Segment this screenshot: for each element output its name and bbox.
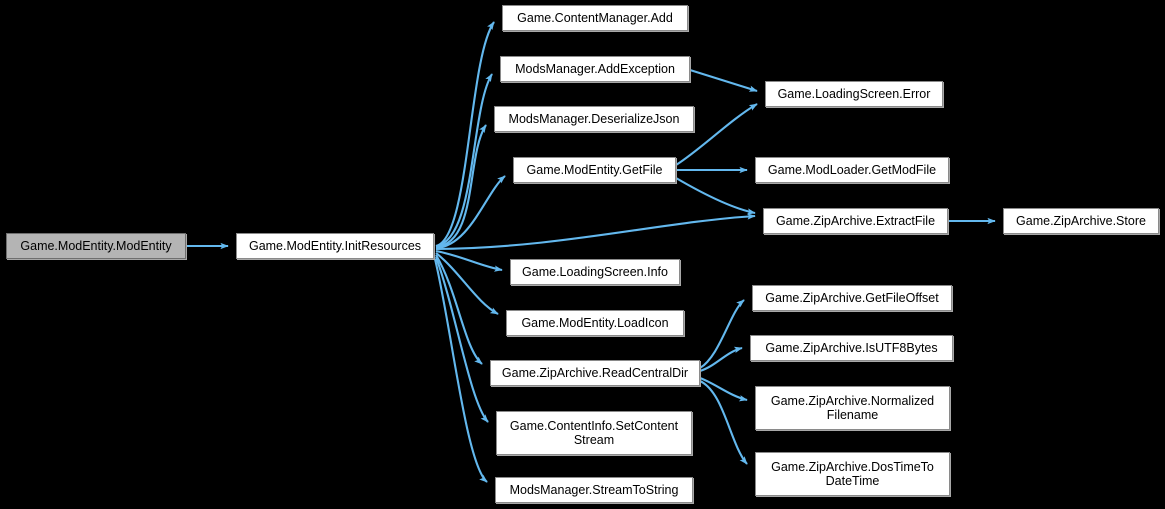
call-edge-initresources-to-setcontentstream — [435, 256, 489, 423]
graph-node-loadingscreenerror[interactable]: Game.LoadingScreen.Error — [765, 81, 943, 107]
graph-node-readcentraldir[interactable]: Game.ZipArchive.ReadCentralDir — [490, 360, 700, 386]
call-edge-getfile-to-loadingscreenerror — [675, 103, 758, 166]
graph-node-setcontentstream[interactable]: Game.ContentInfo.SetContent Stream — [496, 411, 692, 455]
graph-node-getfile[interactable]: Game.ModEntity.GetFile — [513, 157, 676, 183]
graph-node-extractfile[interactable]: Game.ZipArchive.ExtractFile — [763, 208, 948, 234]
graph-node-addexception[interactable]: ModsManager.AddException — [500, 56, 690, 82]
call-edge-initresources-to-extractfile — [435, 213, 756, 251]
graph-node-loadingscreeninfo[interactable]: Game.LoadingScreen.Info — [510, 259, 680, 285]
graph-node-deserializejson[interactable]: ModsManager.DeserializeJson — [494, 106, 694, 132]
graph-node-normalizedfilename[interactable]: Game.ZipArchive.Normalized Filename — [755, 386, 950, 430]
graph-node-initresources[interactable]: Game.ModEntity.InitResources — [236, 233, 434, 259]
graph-node-loadicon[interactable]: Game.ModEntity.LoadIcon — [506, 310, 684, 336]
graph-node-contentmanageradd[interactable]: Game.ContentManager.Add — [502, 5, 688, 31]
call-edge-initresources-to-loadicon — [435, 252, 499, 315]
graph-node-isutf8bytes[interactable]: Game.ZipArchive.IsUTF8Bytes — [750, 335, 953, 361]
call-edge-getfile-to-extractfile — [675, 177, 756, 215]
call-edge-initresources-to-streamtostring — [433, 258, 488, 483]
graph-node-getmodfile[interactable]: Game.ModLoader.GetModFile — [755, 157, 949, 183]
call-edge-initresources-to-deserializejson — [435, 124, 487, 249]
call-edge-readcentraldir-to-normalizedfilename — [699, 377, 748, 402]
call-edge-readcentraldir-to-isutf8bytes — [699, 346, 743, 373]
call-edge-readcentraldir-to-dostimetodatetime — [699, 380, 748, 465]
call-edge-initresources-to-readcentraldir — [435, 254, 483, 365]
graph-node-getfileoffset[interactable]: Game.ZipArchive.GetFileOffset — [752, 285, 952, 311]
graph-node-modentity[interactable]: Game.ModEntity.ModEntity — [6, 233, 186, 259]
graph-node-streamtostring[interactable]: ModsManager.StreamToString — [495, 477, 693, 503]
call-edge-addexception-to-loadingscreenerror — [689, 68, 758, 93]
call-edge-initresources-to-getfile — [435, 175, 506, 250]
call-edge-initresources-to-loadingscreeninfo — [435, 249, 503, 272]
graph-node-store[interactable]: Game.ZipArchive.Store — [1003, 208, 1159, 234]
call-edge-initresources-to-addexception — [435, 73, 493, 248]
graph-node-dostimetodatetime[interactable]: Game.ZipArchive.DosTimeTo DateTime — [755, 452, 950, 496]
call-edge-readcentraldir-to-getfileoffset — [699, 299, 745, 369]
call-edge-initresources-to-contentmanageradd — [435, 21, 495, 248]
